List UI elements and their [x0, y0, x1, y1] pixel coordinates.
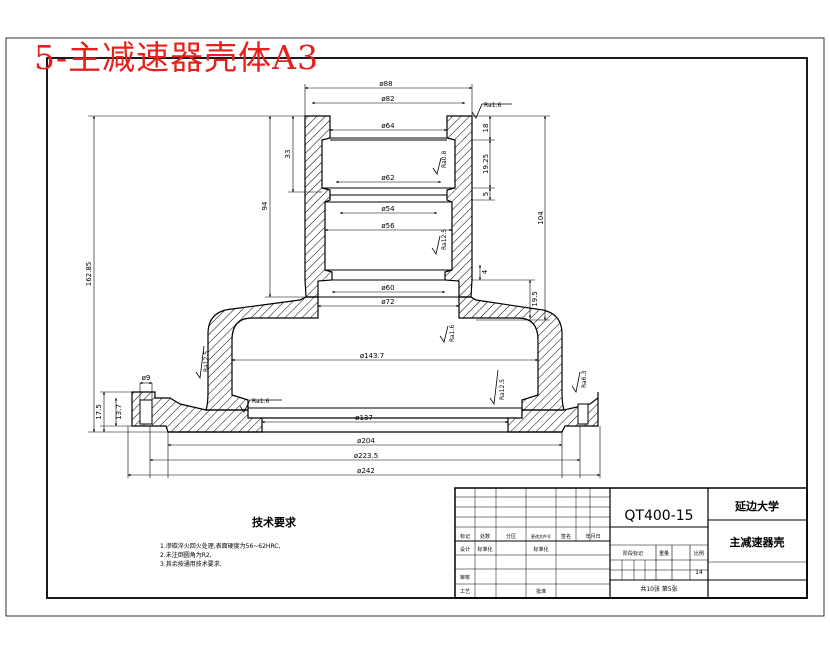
- dim-d54: ø54: [381, 205, 395, 213]
- dim-d137: ø137: [355, 414, 373, 422]
- school-name: 延边大学: [734, 499, 779, 513]
- dim-33: 33: [284, 150, 292, 159]
- dim-18: 18: [482, 124, 490, 133]
- dim-94: 94: [261, 201, 269, 210]
- dim-d242: ø242: [357, 467, 375, 475]
- ra-12-5-right: Ra12.5: [499, 379, 506, 400]
- left-bolt-hole: [139, 399, 153, 425]
- label-count: 处数: [480, 533, 490, 540]
- tech-note: 3.其余按通用技术要求.: [160, 561, 222, 568]
- ra-12-5-inner: Ra12.5: [441, 229, 448, 250]
- outer-border: [5, 37, 825, 617]
- dim-19-25: 19.25: [482, 154, 490, 174]
- bore-lines: [248, 137, 522, 409]
- ra-16-mid: Ra1.6: [449, 325, 456, 342]
- left-dome-wall: [205, 296, 319, 411]
- title-block: [454, 487, 808, 599]
- label-approve: 批准: [536, 588, 546, 595]
- label-mark: 标记: [460, 533, 470, 540]
- ra-6-3: Ra6.3: [581, 371, 588, 388]
- label-change-doc: 更改文件号: [531, 533, 551, 539]
- ra-08: Ra0.8: [441, 151, 448, 168]
- right-flange: [507, 392, 599, 433]
- dim-d56: ø56: [381, 222, 395, 230]
- label-sign: 签名: [561, 533, 571, 540]
- part-name: 主减速器壳: [730, 535, 785, 549]
- label-weight: 重量: [659, 550, 669, 557]
- technical-requirements-list: 1.渗碳淬火回火处理,表面硬度为56~62HRC, 2.未注倒圆角为R2, 3.…: [160, 542, 370, 569]
- label-date: 年月日: [585, 533, 600, 540]
- right-bolt-hole: [577, 403, 589, 425]
- tech-note: 1.渗碳淬火回火处理,表面硬度为56~62HRC,: [160, 543, 281, 550]
- ra-12-5-left: Ra12.5: [203, 351, 210, 372]
- dim-17-5: 17.5: [95, 404, 103, 420]
- label-standard: 标准化: [533, 546, 548, 553]
- inner-frame: [46, 57, 808, 599]
- ra-16-bottom: Ra1.6: [252, 398, 269, 405]
- dim-d60: ø60: [381, 284, 394, 292]
- dim-d9: ø9: [142, 374, 151, 382]
- part-section: [131, 115, 599, 433]
- label-design: 设计: [460, 546, 470, 553]
- dim-d223-5: ø223.5: [354, 452, 378, 460]
- label-zone: 分区: [506, 533, 516, 540]
- dim-d72: ø72: [381, 298, 394, 306]
- dim-d88: ø88: [379, 80, 392, 88]
- right-upper-wall: [444, 115, 473, 298]
- label-process: 工艺: [460, 589, 470, 595]
- tech-note: 2.未注倒圆角为R2,: [160, 552, 212, 559]
- dim-d204: ø204: [357, 437, 375, 445]
- right-dome-wall: [458, 296, 565, 411]
- dim-d62: ø62: [381, 174, 394, 182]
- dim-d82: ø82: [381, 95, 394, 103]
- dim-d143-7: ø143.7: [360, 352, 384, 360]
- label-scale: 比例: [694, 550, 704, 557]
- sheet-title: 5-主减速器壳体A3: [34, 38, 319, 77]
- label-stage: 阶段标记: [623, 550, 643, 557]
- dim-162-85: 162.85: [85, 262, 93, 287]
- dim-19-5: 19.5: [531, 291, 539, 307]
- ra-top: Ra1.6: [484, 102, 501, 109]
- dimension-texts: ø88 ø82 ø64 ø62 ø54 ø56 ø60 ø72 ø143.7 ø…: [85, 80, 545, 475]
- dim-13-7: 13.7: [115, 404, 123, 420]
- technical-requirements-title: 技术要求: [252, 516, 296, 529]
- design-person: 标准化: [477, 546, 492, 553]
- dim-5: 5: [482, 192, 490, 196]
- left-flange: [131, 391, 263, 433]
- dim-4: 4: [481, 269, 489, 274]
- technical-requirements: 技术要求 1.渗碳淬火回火处理,表面硬度为56~62HRC, 2.未注倒圆角为R…: [160, 514, 370, 569]
- roughness-symbols: [195, 103, 581, 413]
- title-block-texts: QT400-15 延边大学 主减速器壳 14 共10张 第5张 标记 处数 分区…: [460, 499, 785, 595]
- dim-d64: ø64: [381, 122, 395, 130]
- drawing-number: QT400-15: [624, 508, 693, 524]
- sheet-count: 共10张 第5张: [640, 585, 677, 593]
- label-review: 审核: [460, 574, 470, 581]
- dimension-lines: [88, 84, 601, 478]
- dim-104: 104: [537, 211, 545, 225]
- scale-value: 14: [695, 569, 703, 576]
- roughness-texts: Ra1.6 Ra0.8 Ra12.5 Ra1.6 Ra12.5 Ra12.5 R…: [203, 102, 588, 405]
